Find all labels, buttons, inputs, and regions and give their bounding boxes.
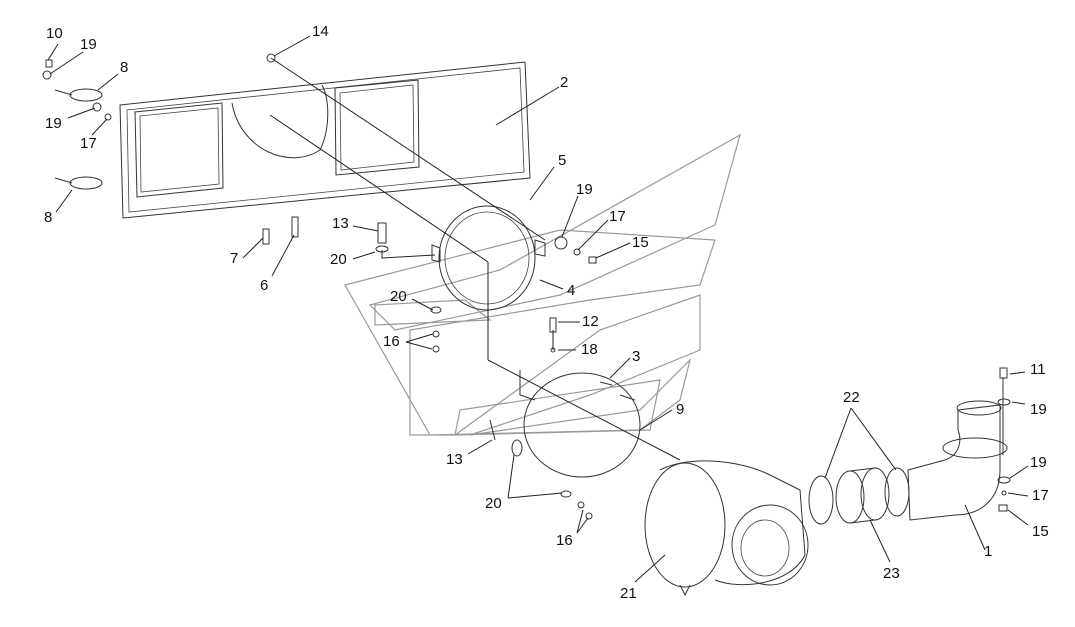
callout-12: 12 [582,313,599,330]
leader-lines [47,35,1029,583]
callout-4: 4 [567,282,576,299]
callout-17: 17 [80,135,97,152]
coupling-part-23 [835,467,890,524]
callout-22: 22 [843,389,860,406]
callout-10: 10 [46,25,63,42]
callout-3: 3 [632,348,641,365]
hose-clamp-part-22-a [808,475,834,525]
callout-19: 19 [45,115,62,132]
callout-5: 5 [558,152,567,169]
callout-17: 17 [1032,487,1049,504]
callout-19: 19 [1030,401,1047,418]
ring-part-9 [519,370,641,478]
callout-20: 20 [330,251,347,268]
callout-7: 7 [230,250,239,267]
callout-2: 2 [560,74,569,91]
part-6 [291,216,299,238]
callout-17: 17 [609,208,626,225]
callout-15: 15 [632,234,649,251]
callout-21: 21 [620,585,637,602]
callout-8: 8 [120,59,129,76]
callout-16: 16 [383,333,400,350]
clamp-part-8-top [54,88,103,102]
callout-19: 19 [80,36,97,53]
air-filter-part-21 [644,460,809,597]
callout-14: 14 [312,23,329,40]
callout-18: 18 [581,341,598,358]
callout-15: 15 [1032,523,1049,540]
callout-20: 20 [390,288,407,305]
callout-20: 20 [485,495,502,512]
hardware-right [997,367,1011,512]
clamp-part-8-bottom [54,176,103,190]
callout-1: 1 [984,543,993,560]
callout-6: 6 [260,277,269,294]
callout-13: 13 [446,451,463,468]
callout-9: 9 [676,401,685,418]
ring-part-5 [431,205,546,311]
elbow-part-1 [907,400,1008,521]
callout-13: 13 [332,215,349,232]
callout-23: 23 [883,565,900,582]
hardware-top-left [42,53,276,121]
callout-19: 19 [1030,454,1047,471]
callout-8: 8 [44,209,53,226]
callout-16: 16 [556,532,573,549]
part-7 [262,228,270,245]
callout-11: 11 [1030,361,1046,378]
callout-19: 19 [576,181,593,198]
watermark-logo [344,133,741,436]
assembly-lines [269,57,681,461]
panel-part-2 [119,61,531,219]
